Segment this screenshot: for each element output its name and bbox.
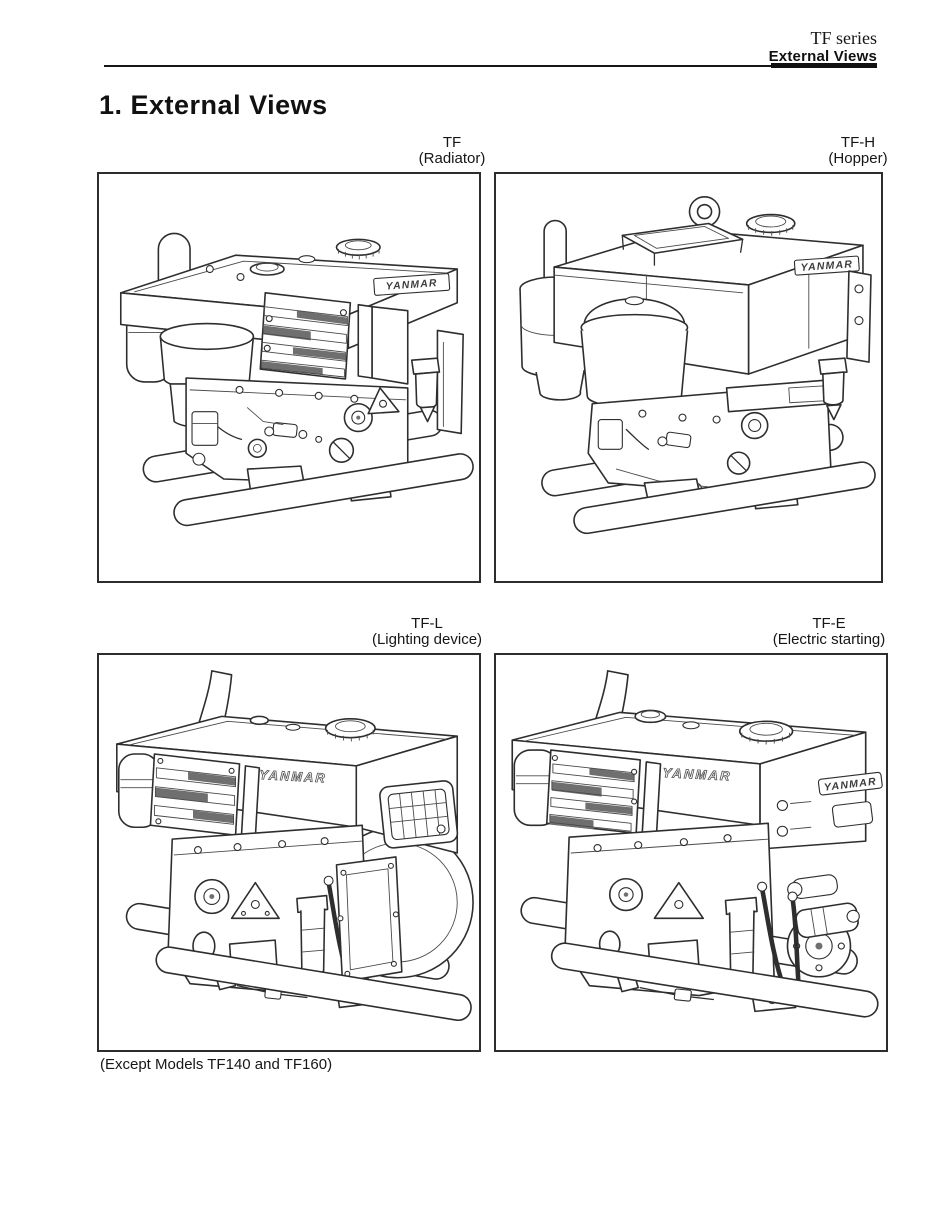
header-rule [104, 65, 877, 67]
yanmar-badge: YANMAR [817, 771, 883, 796]
skid-rail-front [550, 942, 879, 1018]
skid-rail-front [155, 946, 472, 1022]
filler-cap [738, 720, 794, 745]
radiator-cap [335, 238, 381, 260]
footnote: (Except Models TF140 and TF160) [100, 1056, 333, 1073]
engine-illustration-tf: YANMAR [119, 232, 474, 527]
crankcase [587, 379, 832, 506]
radiator-grille [259, 292, 352, 380]
header-series: TF series [810, 28, 878, 48]
skid-rail-front [573, 461, 876, 535]
figure-model: TF-E [812, 615, 846, 632]
figure-variant: (Radiator) [418, 150, 486, 167]
crankcase [185, 377, 409, 484]
figure-panel-tf-e: YANMAR YANMAR [494, 653, 888, 1052]
hopper-opening [621, 222, 744, 266]
figure-label-tf: TF (Radiator) [419, 135, 486, 167]
fuel-filter [410, 329, 464, 435]
filler-cap [745, 213, 796, 236]
radiator-grille [545, 749, 642, 834]
yanmar-tank-text: YANMAR [662, 765, 733, 784]
svg-text:YANMAR: YANMAR [662, 765, 732, 783]
side-cover [335, 856, 403, 983]
svg-text:YANMAR: YANMAR [259, 767, 327, 786]
yanmar-badge-text: YANMAR [800, 259, 853, 274]
filler-cap [324, 718, 376, 742]
figure-label-tf-l: TF-L (Lighting device) [372, 616, 482, 648]
figure-variant: (Hopper) [828, 150, 888, 167]
engine-illustration-tf-e: YANMAR YANMAR [511, 670, 883, 1018]
figure-label-tf-e: TF-E (Electric starting) [773, 616, 886, 648]
figure-model: TF-H [840, 134, 876, 151]
starter-motor [795, 902, 860, 939]
figure-model: TF [442, 134, 462, 151]
radiator-grille [149, 753, 241, 836]
figure-variant: (Electric starting) [772, 631, 886, 648]
header-rule-bold [771, 63, 877, 68]
figure-variant: (Lighting device) [371, 631, 483, 648]
yanmar-badge: YANMAR [793, 255, 860, 276]
yanmar-badge-text: YANMAR [385, 278, 438, 293]
engine-illustration-tf-l: YANMAR [116, 670, 474, 1022]
figure-panel-tf-l: YANMAR [97, 653, 481, 1052]
figure-panel-tf-h: YANMAR [494, 172, 883, 583]
yanmar-tank-text: YANMAR [259, 767, 328, 786]
engine-illustration-tf-h: YANMAR [519, 195, 876, 535]
figure-model: TF-L [411, 615, 443, 632]
yanmar-badge: YANMAR [373, 272, 451, 296]
figure-panel-tf: YANMAR [97, 172, 481, 583]
figure-label-tf-h: TF-H (Hopper) [828, 135, 887, 167]
skid-rail-front [173, 453, 474, 527]
fuel-filter [818, 357, 848, 421]
header-section: External Views [768, 48, 877, 65]
page-title: 1. External Views [99, 90, 328, 120]
headlight [379, 780, 459, 849]
